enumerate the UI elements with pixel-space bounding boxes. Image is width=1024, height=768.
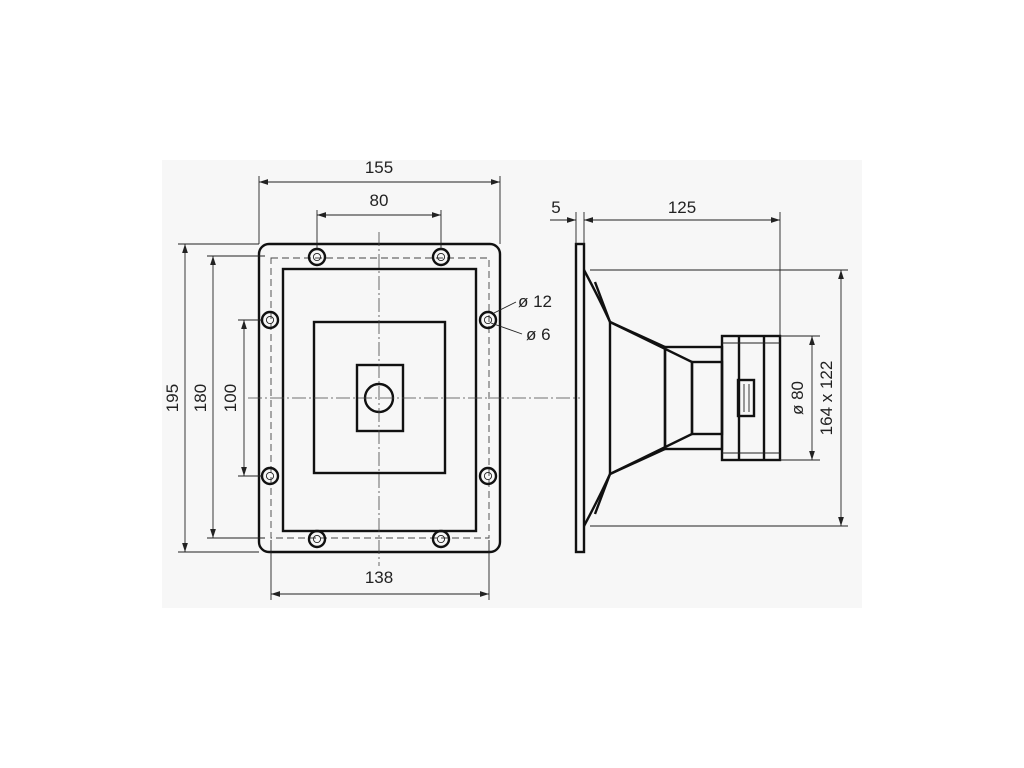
side-flange	[574, 242, 586, 554]
dim-label-125: 125	[668, 198, 696, 217]
dimension-depth: 125	[584, 198, 781, 336]
dimension-mouth-size: 164 x 122	[590, 269, 848, 527]
dimension-hole-spacing: 80	[316, 191, 442, 250]
dim-label-5: 5	[551, 198, 560, 217]
horn-inner-line	[593, 281, 612, 515]
drawing-sheet	[162, 160, 862, 608]
dim-label-180: 180	[191, 384, 210, 412]
dim-label-80: 80	[370, 191, 389, 210]
bolt-line	[270, 257, 490, 539]
mounting-hole	[431, 529, 451, 549]
hole-callouts: ø 12 ø 6	[490, 292, 552, 344]
inner-frame	[281, 267, 478, 533]
dim-label-diameter-80: ø 80	[788, 381, 807, 415]
dimension-bottom-width: 138	[270, 540, 490, 600]
dimension-overall-width: 155	[258, 158, 501, 244]
dimension-side-hole-spacing: 100	[221, 319, 262, 477]
mounting-hole	[478, 310, 498, 330]
mounting-hole	[307, 529, 327, 549]
driver-body	[720, 334, 782, 462]
callout-diameter-6: ø 6	[526, 325, 551, 344]
dim-label-164x122: 164 x 122	[817, 361, 836, 436]
dimension-frame-height: 180	[191, 255, 265, 539]
dim-label-195: 195	[163, 384, 182, 412]
dimension-driver-diameter: ø 80	[780, 335, 820, 461]
callout-diameter-12: ø 12	[518, 292, 552, 311]
front-view: 155 80 138 195 180	[163, 158, 580, 600]
driver-terminal	[736, 378, 756, 418]
dimension-overall-height: 195	[163, 243, 259, 553]
mounting-hole	[478, 466, 498, 486]
dim-label-155: 155	[365, 158, 393, 177]
side-view: 5 125 ø 80 164 x 122	[550, 198, 848, 554]
dim-label-138: 138	[365, 568, 393, 587]
throat-square	[312, 320, 447, 475]
dim-label-100: 100	[221, 384, 240, 412]
